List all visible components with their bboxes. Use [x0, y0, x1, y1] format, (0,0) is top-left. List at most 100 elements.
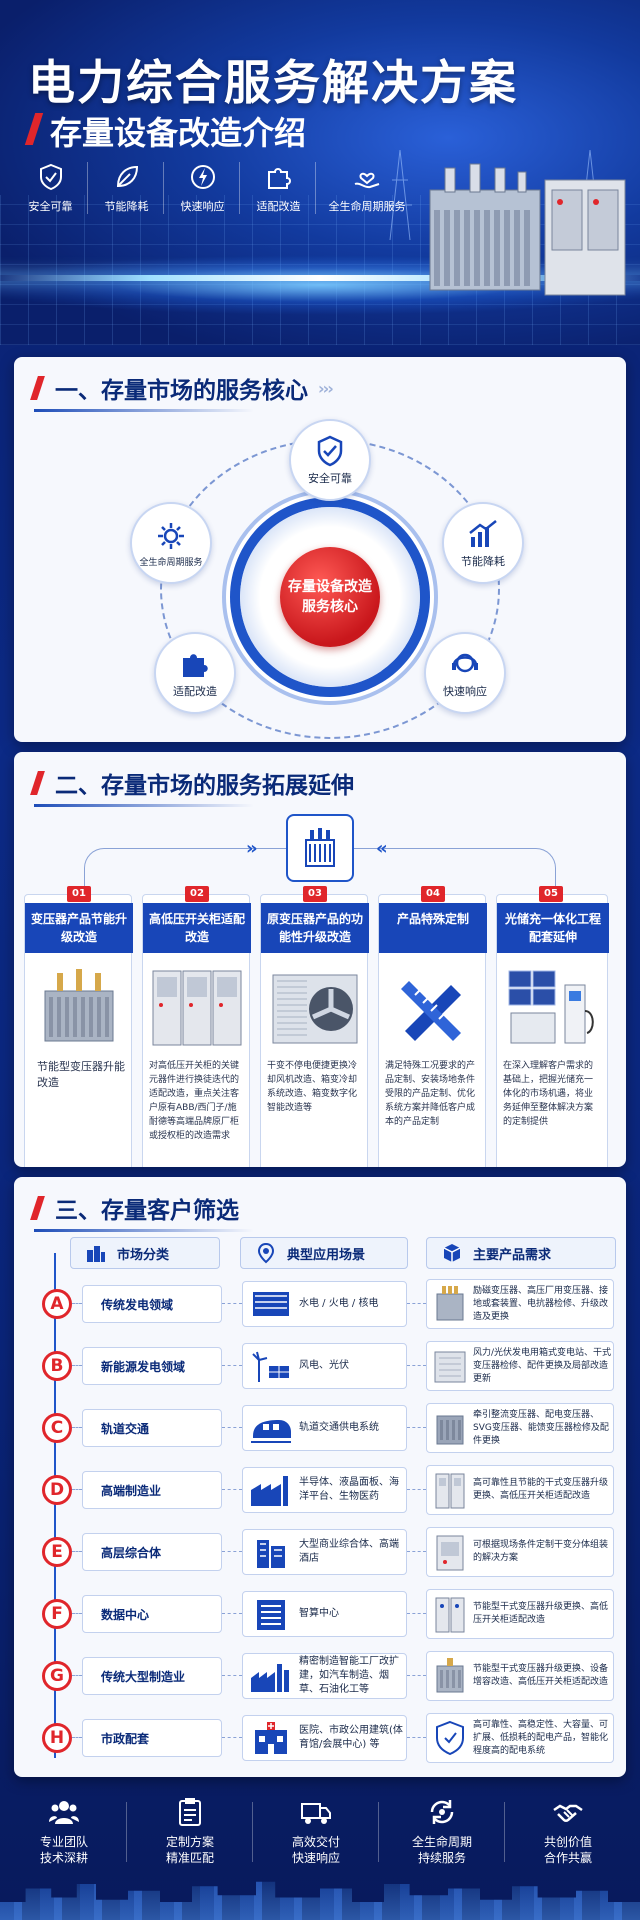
shield-check-icon — [317, 435, 343, 467]
section-title-text: 二、存量市场的服务拓展延伸 — [55, 773, 354, 799]
hero-feature-list: 安全可靠 节能降耗 快速响应 适配改造 全生命周期服务 — [16, 162, 420, 214]
hospital-icon — [255, 1722, 287, 1754]
industrial-plant-icon — [251, 1664, 289, 1692]
card-number: 04 — [421, 886, 445, 902]
row-letter-badge: E — [42, 1537, 72, 1567]
extension-card: 05 光储充一体化工程配套延伸 在深入理解客户需求的基础上，把握光储充一体化的市… — [496, 886, 609, 1167]
cube-icon — [443, 1244, 461, 1262]
row-product-text: 可根据现场条件定制干变分体组装的解决方案 — [473, 1540, 609, 1563]
row-connector — [222, 1737, 242, 1738]
row-market: 传统发电领域 — [82, 1285, 222, 1323]
row-scene: 大型商业综合体、高端酒店 — [242, 1529, 407, 1575]
row-scene: 水电 / 火电 / 核电 — [242, 1281, 407, 1327]
header-product: 主要产品需求 — [426, 1237, 616, 1269]
row-connector — [407, 1303, 426, 1304]
row-product: 节能型干式变压器升级更换、高低压开关柜适配改造 — [426, 1589, 614, 1639]
gear-cycle-icon — [158, 522, 184, 549]
high-rise-icon — [257, 1540, 285, 1568]
hero-feature-item: 全生命周期服务 — [320, 162, 416, 214]
switchgear-icon — [435, 1597, 465, 1633]
connector-line — [354, 848, 556, 894]
card-description: 对高低压开关柜的关键元器件进行换徒迭代的适配改造，重点关注客户原有ABB/西门子… — [149, 1061, 240, 1141]
card-number: 01 — [67, 886, 91, 902]
footer: 专业团队 技术深耕 定制方案 精准匹配 高效交付 快速响应 全生命周期 持续服务… — [0, 1790, 640, 1920]
row-connector — [407, 1551, 426, 1552]
row-connector — [222, 1551, 242, 1552]
page-title: 电力综合服务解决方案 — [28, 56, 518, 111]
page-subtitle: 存量设备改造介绍 — [50, 114, 307, 152]
ruler-pencil-icon — [401, 981, 461, 1041]
oil-transformer-icon — [436, 1286, 464, 1321]
row-scene-text: 大型商业综合体、高端酒店 — [299, 1539, 399, 1564]
headset-icon — [452, 653, 478, 673]
city-skyline — [0, 1881, 640, 1920]
row-connector — [72, 1737, 82, 1738]
card-title: 高低压开关柜适配改造 — [143, 903, 251, 953]
row-product: 可根据现场条件定制干变分体组装的解决方案 — [426, 1527, 614, 1577]
row-scene: 智算中心 — [242, 1591, 407, 1637]
node-adaptation: 适配改造 — [154, 632, 236, 714]
oil-transformer-icon — [44, 969, 114, 1042]
row-product-text: 节能型干式变压器升级更换、高低压开关柜适配改造 — [473, 1602, 609, 1625]
row-product-text: 高可靠性且节能的干式变压器升级更换、高低压开关柜适配改造 — [473, 1478, 609, 1501]
row-product-text: 节能型干式变压器升级更换、设备增容改造、高低压开关柜适配改造 — [473, 1664, 609, 1687]
section-service-extension: 二、存量市场的服务拓展延伸 » « 01 变压器产品节能升级改造 节能型变压器升… — [14, 752, 626, 1167]
handshake-icon — [553, 1804, 583, 1822]
footer-line2: 技术深耕 — [39, 1851, 88, 1865]
card-title: 产品特殊定制 — [379, 903, 487, 953]
card-number: 03 — [303, 886, 327, 902]
row-letter-badge: A — [42, 1289, 72, 1319]
footer-line1: 全生命周期 — [411, 1835, 472, 1849]
row-connector — [407, 1675, 426, 1676]
row-connector — [407, 1613, 426, 1614]
row-connector — [72, 1489, 82, 1490]
hero-feature-label: 全生命周期服务 — [328, 200, 406, 213]
row-scene: 半导体、液晶面板、海洋平台、生物医药 — [242, 1467, 407, 1513]
footer-separator — [378, 1802, 379, 1862]
row-market: 高层综合体 — [82, 1533, 222, 1571]
card-description: 干变不停电便捷更换冷却风机改造、箱变冷却系统改造、箱变数字化智能改造等 — [267, 1061, 358, 1113]
hero-feature-label: 安全可靠 — [28, 200, 73, 213]
row-scene-text: 半导体、液晶面板、海洋平台、生物医药 — [299, 1477, 399, 1502]
row-connector — [222, 1365, 242, 1366]
row-connector — [72, 1365, 82, 1366]
footer-item: 定制方案 精准匹配 — [134, 1796, 246, 1866]
card-description: 在深入理解客户需求的基础上，把握光储充一体化的市场机遇，将业务延伸至整体解决方案… — [503, 1061, 594, 1127]
footer-line1: 定制方案 — [165, 1835, 214, 1849]
timeline-line — [54, 1253, 56, 1758]
row-scene-text: 精密制造智能工厂改扩建，如汽车制造、烟草、石油化工等 — [299, 1656, 399, 1695]
row-connector — [407, 1737, 426, 1738]
footer-separator — [252, 1802, 253, 1862]
footer-line1: 高效交付 — [291, 1835, 340, 1849]
header-label: 典型应用场景 — [287, 1247, 366, 1263]
title-arrows-icon: ››› — [318, 378, 334, 398]
box-substation-icon — [434, 1351, 466, 1383]
hero-light-wave — [0, 275, 640, 281]
dam-icon — [253, 1292, 289, 1316]
row-product: 风力/光伏发电用箱式变电站、干式变压器检修、配件更换及局部改造更新 — [426, 1341, 614, 1391]
section-title: 二、存量市场的服务拓展延伸 — [30, 766, 354, 800]
row-letter-badge: C — [42, 1413, 72, 1443]
row-product: 节能型干式变压器升级更换、设备增容改造、高低压开关柜适配改造 — [426, 1651, 614, 1701]
card-title: 光储充一体化工程配套延伸 — [497, 903, 609, 953]
footer-line2: 合作共赢 — [543, 1851, 592, 1865]
row-connector — [72, 1613, 82, 1614]
node-safety: 安全可靠 — [289, 419, 371, 501]
switchgear-icon — [435, 1473, 465, 1509]
hero-feature-item: 快速响应 — [168, 162, 240, 214]
title-accent-bar — [30, 1196, 45, 1220]
shield-check-icon — [436, 1720, 464, 1756]
location-pin-icon — [257, 1242, 275, 1264]
row-connector — [222, 1427, 242, 1428]
team-icon — [49, 1801, 79, 1824]
row-product: 牵引整流变压器、配电变压器、SVG变压器、能馈变压器检修及配件更换 — [426, 1403, 614, 1453]
row-connector — [72, 1427, 82, 1428]
row-market: 数据中心 — [82, 1595, 222, 1633]
hero-banner: 电力综合服务解决方案 存量设备改造介绍 安全可靠 节能降耗 快速响应 适配改造 … — [0, 0, 640, 345]
header-label: 市场分类 — [117, 1247, 170, 1263]
